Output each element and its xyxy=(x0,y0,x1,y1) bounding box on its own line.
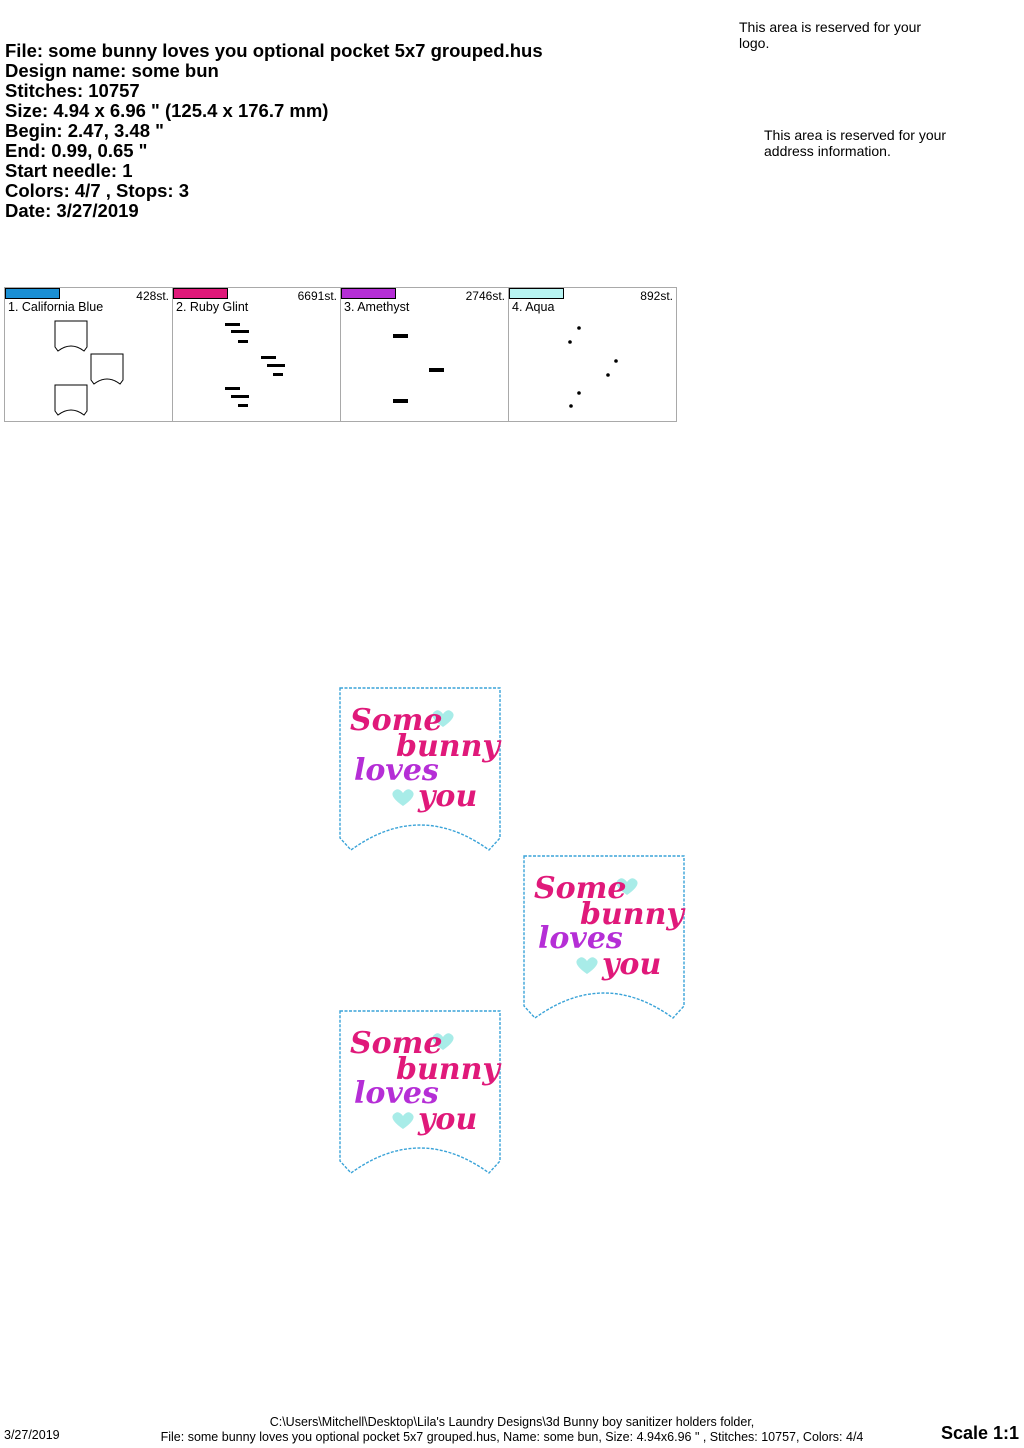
color-bar xyxy=(5,288,60,299)
pocket-text-line1: Some xyxy=(350,703,443,738)
color-name: 1. California Blue xyxy=(8,300,104,314)
thumb-text-marks xyxy=(225,323,285,407)
color-stitch-count: 2746st. xyxy=(465,289,505,303)
color-swatch-3: 2746st. 3. Amethyst xyxy=(340,287,509,422)
logo-reserved-note: This area is reserved for your logo. xyxy=(739,19,922,51)
color-bar xyxy=(509,288,564,299)
pocket-outline xyxy=(339,687,501,851)
footer-date: 3/27/2019 xyxy=(4,1428,60,1442)
color-bar xyxy=(173,288,228,299)
color-stitch-count: 6691st. xyxy=(297,289,337,303)
color-name: 4. Aqua xyxy=(512,300,555,314)
thumb-pocket-outlines xyxy=(54,320,124,416)
scale-label: Scale 1:1 xyxy=(940,1423,1019,1443)
pocket-text-line4: you xyxy=(417,779,477,814)
heart-icon xyxy=(392,1112,414,1129)
heart-icon xyxy=(432,710,454,727)
color-swatch-4: 892st. 4. Aqua xyxy=(508,287,677,422)
info-colors: Colors: 4/7 , Stops: 3 xyxy=(5,180,190,201)
pocket-outline xyxy=(523,855,685,1019)
color-palette: 428st. 1. California Blue 6691st. 2. Rub… xyxy=(4,287,677,422)
heart-icon xyxy=(616,878,638,895)
color-bar xyxy=(341,288,396,299)
color-name: 2. Ruby Glint xyxy=(176,300,249,314)
address-reserved-note: This area is reserved for your address i… xyxy=(764,127,947,159)
pocket-text-line2: bunny xyxy=(396,729,502,764)
pocket-text-line3: loves xyxy=(538,921,623,956)
color-stitch-count: 428st. xyxy=(136,289,169,303)
thumb-loves-marks xyxy=(393,334,444,403)
color-name: 3. Amethyst xyxy=(344,300,410,314)
pocket-text-line3: loves xyxy=(354,753,439,788)
pocket-text-line4: you xyxy=(417,1102,477,1137)
heart-icon xyxy=(576,957,598,974)
pocket-text-line2: bunny xyxy=(396,1052,502,1087)
pocket-text-line2: bunny xyxy=(580,897,686,932)
footer-path-line: C:\Users\Mitchell\Desktop\Lila's Laundry… xyxy=(269,1415,755,1429)
pocket-text-line3: loves xyxy=(354,1076,439,1111)
info-begin: Begin: 2.47, 3.48 " xyxy=(5,120,164,141)
color-swatch-1: 428st. 1. California Blue xyxy=(4,287,173,422)
pocket-outline xyxy=(339,1010,501,1174)
footer-file-info: C:\Users\Mitchell\Desktop\Lila's Laundry… xyxy=(0,1415,1024,1445)
heart-icon xyxy=(432,1033,454,1050)
info-design-name: Design name: some bun xyxy=(5,60,219,81)
thumb-heart-marks xyxy=(568,326,618,408)
color-swatch-2: 6691st. 2. Ruby Glint xyxy=(172,287,341,422)
info-size: Size: 4.94 x 6.96 " (125.4 x 176.7 mm) xyxy=(5,100,329,121)
color-stitch-count: 892st. xyxy=(640,289,673,303)
design-info: File: some bunny loves you optional pock… xyxy=(5,41,543,221)
pocket-text-line4: you xyxy=(601,947,661,982)
info-file: File: some bunny loves you optional pock… xyxy=(5,40,543,61)
pocket-text-line1: Some xyxy=(350,1026,443,1061)
info-start-needle: Start needle: 1 xyxy=(5,160,133,181)
heart-icon xyxy=(392,789,414,806)
footer-summary-line: File: some bunny loves you optional pock… xyxy=(160,1430,864,1444)
info-date: Date: 3/27/2019 xyxy=(5,200,139,221)
pocket-text-line1: Some xyxy=(534,871,627,906)
info-stitches: Stitches: 10757 xyxy=(5,80,140,101)
info-end: End: 0.99, 0.65 " xyxy=(5,140,148,161)
